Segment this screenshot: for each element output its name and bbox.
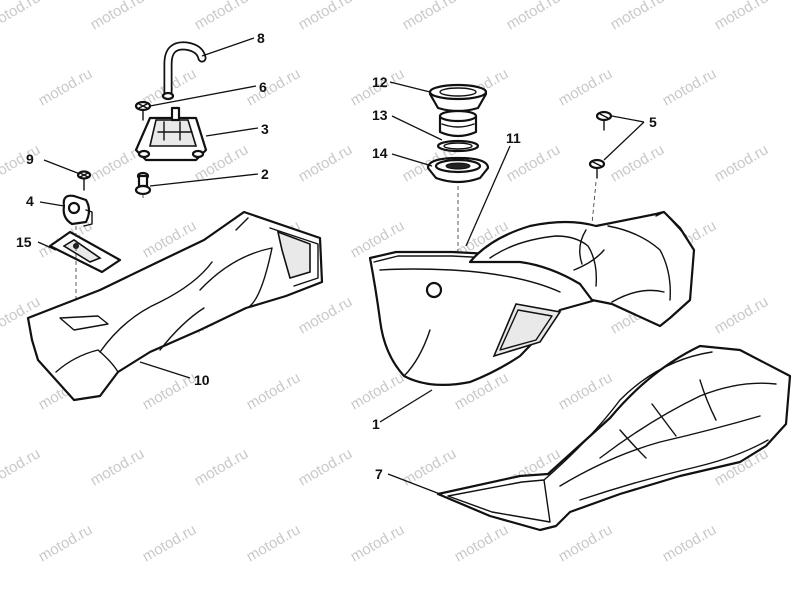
watermark-text: motod.ru [296,293,356,337]
callout-8: 8 [257,30,265,46]
part-8-hose [161,41,207,101]
watermark-text: motod.ru [608,0,668,33]
watermark-text: motod.ru [556,521,616,565]
callout-9: 9 [26,151,34,167]
watermark-text: motod.ru [192,445,252,489]
watermark-text: motod.ru [348,369,408,413]
callout-1: 1 [372,416,380,432]
callout-12: 12 [372,74,388,90]
watermark-text: motod.ru [660,521,720,565]
callout-4: 4 [26,193,34,209]
callout-14: 14 [372,145,388,161]
part-7-filter-cover [436,344,792,532]
watermark-text: motod.ru [504,0,564,33]
part-13-ring [436,139,480,153]
assembly-axis-screws [591,181,597,225]
watermark-text: motod.ru [192,0,252,33]
watermark-text: motod.ru [712,293,772,337]
watermark-text: motod.ru [712,141,772,185]
watermark-text: motod.ru [660,65,720,109]
watermark-text: motod.ru [88,0,148,33]
watermark-text: motod.ru [0,0,43,33]
part-5-screw-upper [595,110,613,131]
part-15-gasket [48,230,122,274]
part-9-screw [76,170,92,191]
watermark-text: motod.ru [244,369,304,413]
part-12-cap [428,83,488,113]
callout-labels: 8 6 3 2 9 4 15 10 12 13 14 11 5 1 7 [16,30,657,482]
watermark-text: motod.ru [88,445,148,489]
part-2-stud [134,171,152,196]
watermark-text: motod.ru [400,0,460,33]
part-6-screw [134,100,152,121]
watermark-text: motod.ru [140,369,200,413]
part-13-collar [438,109,478,138]
watermark-text: motod.ru [296,0,356,33]
part-11-duct [468,210,696,328]
callout-7: 7 [375,466,383,482]
watermark-text: motod.ru [556,65,616,109]
callout-15: 15 [16,234,32,250]
callout-11: 11 [506,130,521,146]
callout-6: 6 [259,79,267,95]
watermark-text: motod.ru [36,521,96,565]
watermark-text: motod.ru [36,65,96,109]
callout-10: 10 [194,372,210,388]
watermark-text: motod.ru [140,521,200,565]
leader-lines [37,37,645,495]
part-10-air-duct [26,210,324,402]
part-3-bracket [134,106,208,162]
callout-3: 3 [261,121,269,137]
part-1-housing [368,250,602,386]
watermark-text: motod.ru [452,521,512,565]
watermark-text: motod.ru [400,445,460,489]
part-4-clip [62,194,93,227]
watermark-text: motod.ru [296,445,356,489]
watermark-text: motod.ru [504,141,564,185]
watermark-text: motod.ru [0,445,43,489]
callout-2: 2 [261,166,269,182]
watermark-text: motod.ru [348,521,408,565]
part-5-screw-lower [588,158,606,179]
watermark-text: motod.ru [556,369,616,413]
part-14-seal [426,156,490,184]
watermark-text: motod.ru [712,0,772,33]
callout-13: 13 [372,107,388,123]
watermark-text: motod.ru [0,141,43,185]
callout-5: 5 [649,114,657,130]
watermark-text: motod.ru [244,521,304,565]
watermark-text: motod.ru [296,141,356,185]
